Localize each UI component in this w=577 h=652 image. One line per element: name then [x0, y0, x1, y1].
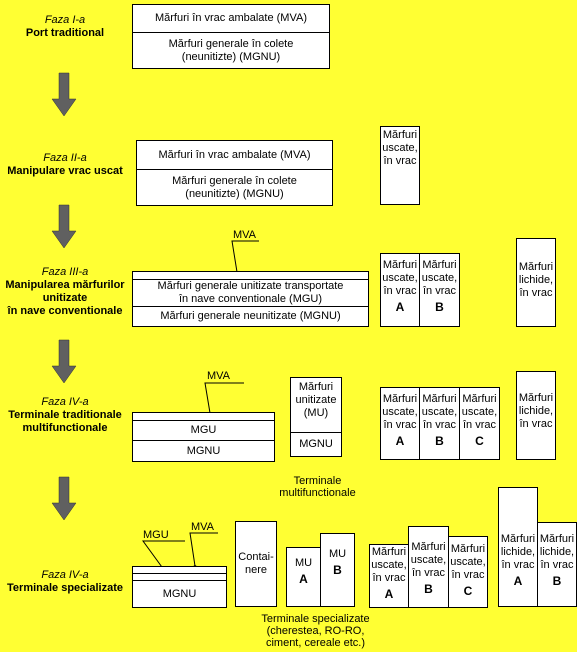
phase-3-number: Faza III-a [41, 266, 89, 278]
phase-5-liquid-bulk-b-text: Mărfuri lichide, în vrac [539, 533, 575, 571]
phase-5-title: Terminale specializate [7, 582, 123, 594]
phase-4-mgnu-box: MGNU [132, 440, 275, 462]
phase-5-liquid-bulk-b-letter: B [552, 574, 562, 588]
phase-5-mgnu-text: MGNU [162, 587, 197, 600]
phase-3-title: Manipularea mărfurilor unitizate în nave… [5, 279, 125, 317]
phase-3-mgu-text: Mărfuri generale unitizate transportate … [157, 280, 344, 305]
phase-5-mgnu-box: MGNU [132, 580, 227, 608]
phase-5-dry-bulk-a: Mărfuri uscate, în vrac A [369, 544, 409, 608]
phase-4-dry-bulk-a-letter: A [395, 434, 405, 448]
phase-4-dry-bulk-b: Mărfuri uscate, în vrac B [419, 387, 460, 460]
mgu-pointer-5 [142, 540, 185, 575]
phase-3-mgu-box: Mărfuri generale unitizate transportate … [132, 279, 369, 307]
phase-5-caption: Terminale specializate (cherestea, RO-RO… [261, 613, 370, 649]
phase-5-mu-b-letter: B [333, 563, 342, 577]
down-arrow-3 [51, 339, 77, 384]
phase-3-dry-bulk-a: Mărfuri uscate, în vrac A [380, 253, 420, 327]
phase-5-mva-label: MVA [191, 521, 215, 533]
phase-1-label: Faza I-a Port traditional [0, 14, 130, 40]
phase-2-mgnu-box: Mărfuri generale în colete (neunitizte) … [136, 169, 333, 206]
phase-4-mgu-box: MGU [132, 420, 275, 441]
phase-5-dry-bulk-c: Mărfuri uscate, în vrac C [448, 536, 488, 608]
mva-pointer-3 [231, 240, 259, 273]
phase-4-dry-bulk-a-text: Mărfuri uscate, în vrac [382, 393, 418, 431]
phase-4-mu-text: Mărfuri unitizate (MU) [295, 381, 337, 419]
phase-1-title: Port traditional [25, 27, 105, 39]
phase-5-mu-b: MU B [320, 533, 355, 607]
phase-5-containers-box: Contai- nere [235, 521, 277, 607]
phase-4-mgu-text: MGU [190, 424, 217, 436]
mva-pointer-4 [204, 382, 244, 414]
phase-2-number: Faza II-a [43, 152, 87, 164]
phase-5-containers-text: Contai- nere [238, 551, 274, 576]
phase-3-liquid-bulk-text: Mărfuri lichide, în vrac [518, 261, 554, 299]
phase-4-mu-mgnu-box: MGNU [290, 432, 342, 457]
down-arrow-1 [51, 72, 77, 117]
down-arrow-2 [51, 204, 77, 249]
phase-4-dry-bulk-c: Mărfuri uscate, în vrac C [459, 387, 500, 460]
phase-5-liquid-bulk-a-text: Mărfuri lichide, în vrac [500, 533, 536, 571]
phase-2-mgnu-text: Mărfuri generale în colete (neunitizte) … [172, 174, 297, 200]
phase-5-liquid-bulk-b: Mărfuri lichide, în vrac B [537, 522, 577, 607]
phase-2-mva-text: Mărfuri în vrac ambalate (MVA) [158, 148, 311, 161]
phase-3-dry-bulk-a-text: Mărfuri uscate, în vrac [382, 259, 418, 297]
phase-4-number: Faza IV-a [41, 396, 89, 408]
phase-3-mgnu-box: Mărfuri generale neunitizate (MGNU) [132, 306, 369, 327]
phase-4-label: Faza IV-a Terminale traditionale multifu… [0, 396, 130, 435]
phase-5-dry-bulk-c-text: Mărfuri uscate, în vrac [450, 543, 486, 581]
phase-1-mgnu-box: Mărfuri generale în colete (neunitizte) … [132, 32, 330, 69]
phase-4-liquid-bulk-text: Mărfuri lichide, în vrac [518, 392, 554, 430]
phase-5-dry-bulk-b-letter: B [424, 582, 433, 596]
phase-5-dry-bulk-c-letter: C [463, 584, 473, 598]
phase-5-mu-a-letter: A [299, 572, 308, 586]
phase-5-mu-b-text: MU [328, 548, 347, 560]
phase-2-dry-bulk-box: Mărfuri uscate, în vrac [380, 126, 420, 205]
phase-3-mva-label: MVA [233, 229, 257, 241]
phase-1-mgnu-text: Mărfuri generale în colete (neunitizte) … [168, 37, 294, 63]
phase-5-liquid-bulk-a-letter: A [513, 574, 523, 588]
phase-4-dry-bulk-c-text: Mărfuri uscate, în vrac [461, 393, 498, 431]
phase-1-mva-text: Mărfuri în vrac ambalate (MVA) [154, 12, 307, 24]
phase-4-mgnu-text: MGNU [186, 444, 221, 457]
phase-3-mgnu-text: Mărfuri generale neunitizate (MGNU) [160, 310, 341, 322]
phase-5-liquid-bulk-a: Mărfuri lichide, în vrac A [498, 487, 538, 607]
phase-3-dry-bulk-b-text: Mărfuri uscate, în vrac [421, 259, 458, 297]
phase-3-dry-bulk-b-letter: B [435, 300, 444, 314]
phase-3-dry-bulk-b: Mărfuri uscate, în vrac B [419, 253, 460, 327]
phase-5-dry-bulk-a-letter: A [384, 587, 394, 601]
phase-1-mva-box: Mărfuri în vrac ambalate (MVA) [132, 4, 330, 33]
phase-5-dry-bulk-a-text: Mărfuri uscate, în vrac [371, 546, 407, 584]
phase-2-label: Faza II-a Manipulare vrac uscat [0, 152, 130, 178]
phase-5-mu-a-text: MU [294, 557, 313, 569]
phase-4-mu-box: Mărfuri unitizate (MU) [290, 377, 342, 433]
phase-1-number: Faza I-a [44, 14, 86, 26]
phase-5-dry-bulk-b: Mărfuri uscate, în vrac B [408, 526, 449, 608]
phase-5-mu-a: MU A [286, 547, 321, 607]
phase-5-number: Faza IV-a [41, 569, 89, 581]
phase-4-dry-bulk-a: Mărfuri uscate, în vrac A [380, 387, 420, 460]
phase-4-mva-label: MVA [207, 370, 231, 382]
phase-4-liquid-bulk-box: Mărfuri lichide, în vrac [516, 371, 556, 460]
down-arrow-4 [51, 476, 77, 521]
phase-2-mva-box: Mărfuri în vrac ambalate (MVA) [136, 140, 333, 170]
phase-4-dry-bulk-b-letter: B [435, 434, 444, 448]
phase-4-dry-bulk-b-text: Mărfuri uscate, în vrac [421, 393, 458, 431]
phase-3-dry-bulk-a-letter: A [395, 300, 405, 314]
phase-3-liquid-bulk-box: Mărfuri lichide, în vrac [516, 238, 556, 327]
phase-4-title: Terminale traditionale multifunctionale [8, 409, 122, 434]
phase-5-mgu-label: MGU [143, 529, 169, 541]
phase-2-dry-bulk-text: Mărfuri uscate, în vrac [382, 129, 418, 167]
phase-5-label: Faza IV-a Terminale specializate [0, 569, 130, 595]
phase-3-label: Faza III-a Manipularea mărfurilor unitiz… [0, 266, 130, 318]
mva-pointer-5 [189, 532, 218, 567]
phase-4-dry-bulk-c-letter: C [475, 434, 484, 448]
phase-5-dry-bulk-b-text: Mărfuri uscate, în vrac [410, 541, 447, 579]
phase-4-mu-mgnu-text: MGNU [299, 438, 333, 450]
phase-4-caption: Terminale multifunctionale [279, 475, 356, 499]
phase-2-title: Manipulare vrac uscat [7, 165, 123, 177]
